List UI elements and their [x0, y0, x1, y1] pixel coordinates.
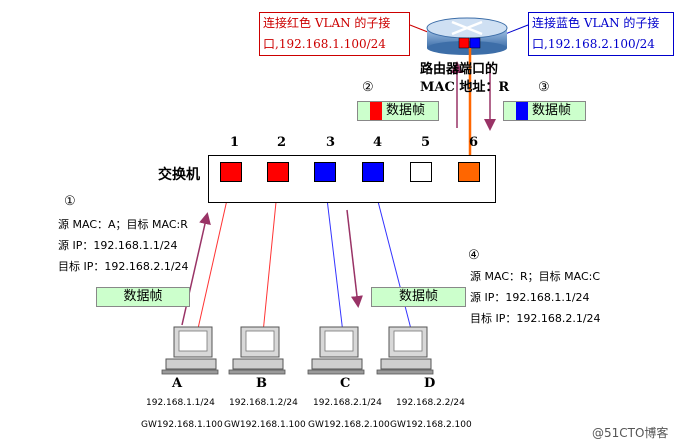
step-3-marker: ③: [538, 80, 550, 95]
step-4-mac: 源 MAC：R；目标 MAC:C: [470, 270, 601, 283]
pc-name: B: [256, 376, 267, 391]
link-c: [324, 181, 344, 334]
frame-step-3: 数据帧: [503, 101, 586, 121]
pc-ip: 192.168.1.2/24: [229, 398, 298, 408]
red-label-line1: 连接红色 VLAN 的子接: [263, 16, 391, 30]
switch-label: 交换机: [158, 167, 200, 183]
pc-ip: 192.168.2.1/24: [313, 398, 382, 408]
port-number-3: 3: [326, 135, 336, 150]
step-4-marker: ④: [468, 248, 480, 263]
red-subinterface-label: 连接红色 VLAN 的子接 口,192.168.1.100/24: [259, 12, 410, 56]
red-vlan-tag: [370, 102, 382, 120]
switch-port-4: [362, 162, 384, 182]
computer-icon: [161, 326, 219, 375]
port-number-1: 1: [230, 135, 240, 150]
switch-port-6: [458, 162, 480, 182]
pcs: [161, 326, 434, 375]
pc-gateway: GW192.168.2.100: [308, 420, 390, 430]
frame-label: 数据帧: [398, 289, 438, 304]
step-1-info: 源 MAC：A；目标 MAC:R 源 IP：192.168.1.1/24 目标 …: [58, 214, 189, 277]
arrow-step-4: [346, 209, 363, 308]
router-icon: [426, 17, 508, 55]
step-1-src-ip: 源 IP：192.168.1.1/24: [58, 239, 178, 252]
switch-port-3: [314, 162, 336, 182]
pc-name: D: [424, 376, 436, 391]
pc-name: A: [172, 376, 183, 391]
pc-ip: 192.168.1.1/24: [146, 398, 215, 408]
step-4-info: 源 MAC：R；目标 MAC:C 源 IP：192.168.1.1/24 目标 …: [470, 266, 601, 329]
watermark: @51CTO博客: [592, 426, 669, 440]
pc-gateway: GW192.168.2.100: [390, 420, 472, 430]
blue-label-line1: 连接蓝色 VLAN 的子接: [532, 16, 660, 30]
port-number-6: 6: [469, 135, 479, 150]
frame-label: 数据帧: [123, 289, 163, 304]
blue-label-line2: 口,192.168.2.100/24: [532, 37, 655, 51]
frame-step-1: 数据帧: [96, 287, 190, 307]
step-1-marker: ①: [64, 194, 76, 209]
frame-step-2: 数据帧: [357, 101, 439, 121]
port-number-5: 5: [421, 135, 431, 150]
pc-name: C: [340, 376, 351, 391]
switch: [208, 155, 496, 203]
computer-icon: [228, 326, 286, 375]
link-b: [262, 181, 279, 334]
pc-ip: 192.168.2.2/24: [396, 398, 465, 408]
switch-port-5: [410, 162, 432, 182]
port-number-2: 2: [277, 135, 287, 150]
link-d: [372, 181, 413, 334]
step-1-mac: 源 MAC：A；目标 MAC:R: [58, 218, 188, 231]
pc-gateway: GW192.168.1.100: [141, 420, 223, 430]
switch-port-2: [267, 162, 289, 182]
frame-step-4: 数据帧: [371, 287, 466, 307]
step-4-dst-ip: 目标 IP：192.168.2.1/24: [470, 312, 601, 325]
blue-vlan-tag: [516, 102, 528, 120]
computer-icon: [307, 326, 365, 375]
router-mac-line1: 路由器端口的: [420, 62, 499, 77]
frame-label: 数据帧: [386, 103, 426, 118]
switch-port-1: [220, 162, 242, 182]
router-mac-label: 路由器端口的 MAC 地址：R: [420, 61, 509, 97]
step-4-src-ip: 源 IP：192.168.1.1/24: [470, 291, 590, 304]
port-number-4: 4: [373, 135, 383, 150]
pc-gateway: GW192.168.1.100: [224, 420, 306, 430]
link-a: [196, 181, 232, 334]
red-label-line2: 口,192.168.1.100/24: [263, 37, 386, 51]
step-1-dst-ip: 目标 IP：192.168.2.1/24: [58, 260, 189, 273]
frame-label: 数据帧: [532, 103, 572, 118]
router-mac-line2: MAC 地址：R: [420, 80, 510, 95]
blue-subinterface-label: 连接蓝色 VLAN 的子接 口,192.168.2.100/24: [528, 12, 674, 56]
step-2-marker: ②: [362, 80, 374, 95]
computer-icon: [376, 326, 434, 375]
